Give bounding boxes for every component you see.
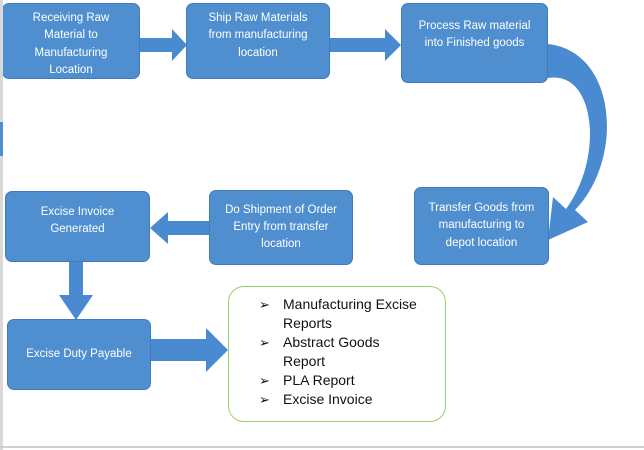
- report-item-2-line-1: Abstract Goods: [283, 334, 380, 350]
- node-shipment-line-1: Do Shipment of Order: [225, 203, 337, 216]
- node-receiving-line-2: Material to: [44, 29, 98, 42]
- node-shipment-line-3: location: [261, 238, 301, 251]
- node-excise-duty-payable: Excise Duty Payable: [7, 319, 151, 390]
- report-item-3-line-1: PLA Report: [283, 372, 355, 388]
- node-transfer-goods: Transfer Goods from manufacturing to dep…: [414, 187, 549, 265]
- report-item-1-line-1: Manufacturing Excise: [283, 296, 417, 312]
- node-duty-line-1: Excise Duty Payable: [26, 347, 132, 360]
- node-ship-line-3: location: [238, 46, 278, 59]
- reports-box: ➢ Manufacturing Excise Reports ➢ Abstrac…: [228, 286, 446, 422]
- node-do-shipment: Do Shipment of Order Entry from transfer…: [209, 190, 353, 265]
- node-receiving-line-3: Manufacturing: [34, 46, 108, 59]
- report-item-abstract-goods: ➢ Abstract Goods Report: [259, 333, 435, 371]
- arrow-bullet-icon: ➢: [259, 335, 270, 350]
- report-item-1-line-2: Reports: [283, 315, 333, 331]
- arrow-ship-to-process: [330, 29, 401, 61]
- arrow-receiving-to-ship: [140, 29, 187, 61]
- arrow-bullet-icon: ➢: [259, 297, 270, 312]
- node-ship-raw-materials: Ship Raw Materials from manufacturing lo…: [186, 3, 330, 79]
- node-ship-line-2: from manufacturing: [208, 29, 308, 42]
- report-item-manufacturing-excise: ➢ Manufacturing Excise Reports: [259, 295, 435, 333]
- arrow-bullet-icon: ➢: [259, 373, 270, 388]
- report-item-pla: ➢ PLA Report: [259, 371, 435, 390]
- node-invoice-line-2: Generated: [50, 223, 105, 236]
- arrow-invoice-to-duty: [59, 262, 93, 320]
- arrow-bullet-icon: ➢: [259, 392, 270, 407]
- reports-list: ➢ Manufacturing Excise Reports ➢ Abstrac…: [259, 295, 435, 409]
- arrow-process-to-transfer: [548, 44, 607, 240]
- node-transfer-line-2: manufacturing to: [438, 219, 525, 232]
- node-receiving-raw-material: Receiving Raw Material to Manufacturing …: [2, 3, 140, 79]
- report-item-excise-invoice: ➢ Excise Invoice: [259, 390, 435, 409]
- node-transfer-line-1: Transfer Goods from: [428, 202, 535, 215]
- node-ship-line-1: Ship Raw Materials: [208, 12, 308, 24]
- node-transfer-line-3: depot location: [445, 236, 518, 249]
- node-invoice-line-1: Excise Invoice: [40, 206, 115, 218]
- node-receiving-line-4: Location: [49, 63, 93, 76]
- node-shipment-line-2: Entry from transfer: [233, 220, 329, 233]
- left-edge-marker: [0, 122, 3, 156]
- node-process-line-2: into Finished goods: [424, 37, 525, 50]
- bottom-edge-divider: [0, 446, 644, 448]
- arrow-shipment-to-invoice: [150, 212, 209, 244]
- node-excise-invoice-generated: Excise Invoice Generated: [5, 191, 150, 262]
- report-item-4-line-1: Excise Invoice: [283, 391, 373, 407]
- arrow-duty-to-reports: [151, 328, 228, 372]
- node-process-raw-material: Process Raw material into Finished goods: [401, 3, 548, 83]
- report-item-2-line-2: Report: [283, 353, 326, 369]
- node-process-line-1: Process Raw material: [418, 20, 531, 32]
- node-receiving-line-1: Receiving Raw: [32, 12, 110, 24]
- left-edge-divider: [0, 0, 3, 450]
